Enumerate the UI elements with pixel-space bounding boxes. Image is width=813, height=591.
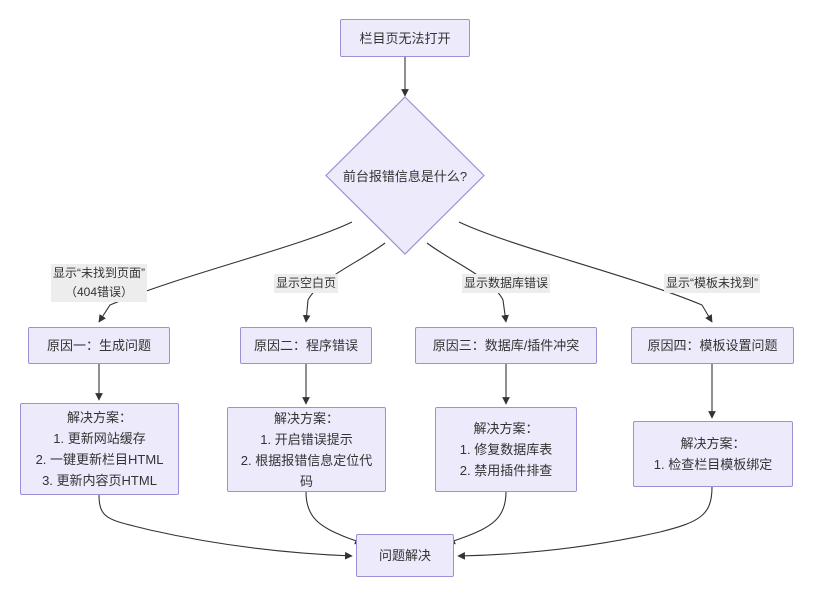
node-cause-3-label: 原因三：数据库/插件冲突 xyxy=(432,338,580,353)
node-start-label: 栏目页无法打开 xyxy=(359,30,451,46)
node-solution-1-label: 解决方案： 1. 更新网站缓存 2. 一键更新栏目HTML 3. 更新内容页HT… xyxy=(35,410,164,488)
edge-solution-2-to-end xyxy=(305,491,363,545)
node-solution-3-label: 解决方案： 1. 修复数据库表 2. 禁用插件排查 xyxy=(459,421,553,478)
node-decision[interactable]: 前台报错信息是什么? xyxy=(325,96,485,255)
node-solution-4-label: 解决方案： 1. 检查栏目模板绑定 xyxy=(653,436,773,472)
node-solution-2[interactable]: 解决方案： 1. 开启错误提示 2. 根据报错信息定位代码 xyxy=(227,407,386,492)
node-cause-1[interactable]: 原因一：生成问题 xyxy=(28,327,170,364)
node-cause-2[interactable]: 原因二：程序错误 xyxy=(240,327,372,364)
edge-label-2: 显示空白页 xyxy=(273,274,339,293)
node-cause-4[interactable]: 原因四：模板设置问题 xyxy=(631,327,794,364)
node-decision-label: 前台报错信息是什么? xyxy=(342,169,468,184)
edge-solution-1-to-end xyxy=(98,494,353,560)
node-cause-4-label: 原因四：模板设置问题 xyxy=(647,338,778,353)
node-solution-4[interactable]: 解决方案： 1. 检查栏目模板绑定 xyxy=(633,421,793,487)
node-end-label: 问题解决 xyxy=(378,548,431,563)
edge-label-3: 显示数据库错误 xyxy=(461,274,551,293)
node-cause-3[interactable]: 原因三：数据库/插件冲突 xyxy=(415,327,597,364)
node-cause-1-label: 原因一：生成问题 xyxy=(46,338,151,353)
node-end[interactable]: 问题解决 xyxy=(356,534,454,577)
node-solution-3[interactable]: 解决方案： 1. 修复数据库表 2. 禁用插件排查 xyxy=(435,407,577,492)
edge-solution-4-to-end xyxy=(457,486,713,560)
edge-decision-to-cause-3 xyxy=(426,242,509,323)
node-solution-2-label: 解决方案： 1. 开启错误提示 2. 根据报错信息定位代码 xyxy=(240,410,373,489)
edge-label-1: 显示“未找到页面” （404错误） xyxy=(51,264,147,302)
node-start[interactable]: 栏目页无法打开 xyxy=(340,19,470,57)
diamond-shape xyxy=(325,96,485,255)
node-solution-1[interactable]: 解决方案： 1. 更新网站缓存 2. 一键更新栏目HTML 3. 更新内容页HT… xyxy=(20,403,179,495)
edge-solution-3-to-end xyxy=(447,491,507,545)
edge-label-4: 显示“模板未找到” xyxy=(664,274,760,293)
node-cause-2-label: 原因二：程序错误 xyxy=(253,338,358,353)
edge-decision-to-cause-2 xyxy=(302,242,386,323)
edge-decision-to-cause-4 xyxy=(458,221,713,323)
